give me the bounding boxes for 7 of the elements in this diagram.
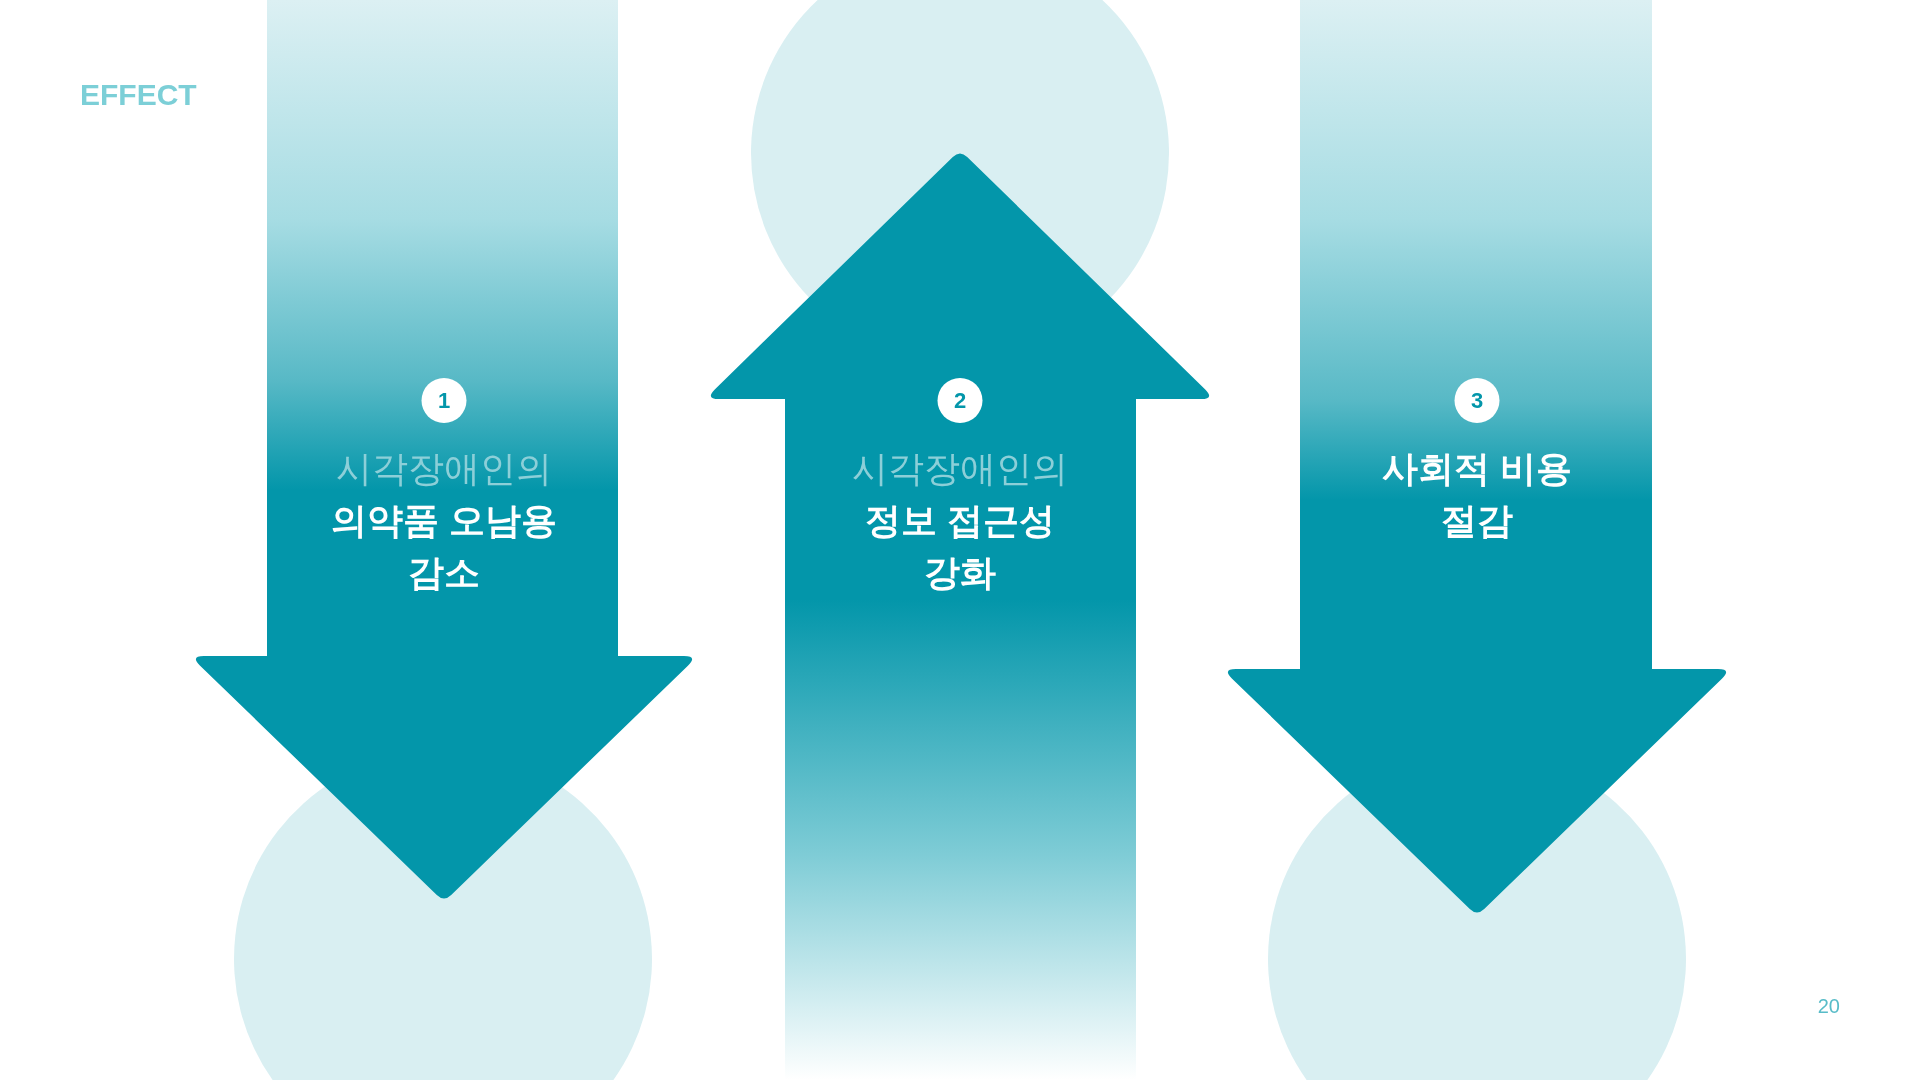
heading-text: 의약품 오남용 감소 (330, 499, 558, 595)
heading-text: 사회적 비용 절감 (1381, 447, 1573, 543)
heading-text: 정보 접근성 강화 (864, 499, 1056, 595)
page-number: 20 (1817, 996, 1840, 1016)
page-title: EFFECT (80, 80, 197, 110)
subtitle-text: 시각장애인의 (336, 447, 552, 491)
subtitle-text: 시각장애인의 (852, 447, 1068, 491)
